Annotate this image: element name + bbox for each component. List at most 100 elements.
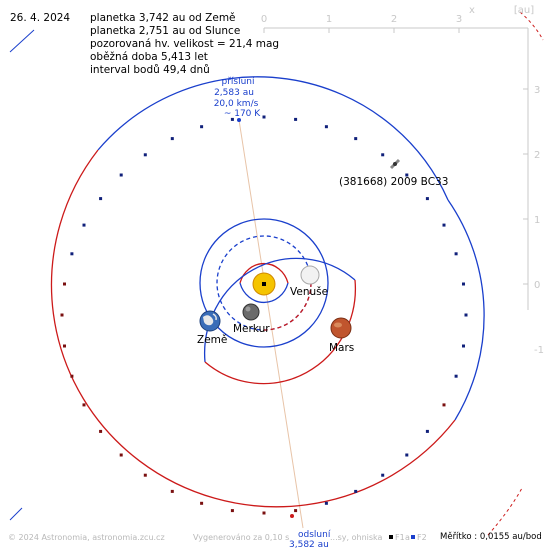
- mercury-label: Merkur: [233, 323, 270, 335]
- earth-planet[interactable]: [199, 310, 221, 332]
- legend-axes-foci: ...sy, ohniska: [330, 533, 383, 542]
- venus-label: Venuše: [290, 286, 328, 298]
- orbit-point: [170, 137, 174, 141]
- x-tick-label: 3: [456, 14, 462, 25]
- orbit-point: [119, 453, 123, 457]
- svg-text:3,582 au: 3,582 au: [289, 540, 329, 550]
- svg-text:přísluní: přísluní: [221, 77, 255, 87]
- info-line: oběžná doba 5,413 let: [90, 51, 208, 63]
- x-tick-label: 1: [326, 14, 332, 25]
- legend-f2-marker: [411, 535, 415, 539]
- mars-label: Mars: [329, 342, 354, 354]
- perihelion-marker: [237, 118, 241, 122]
- orbit-point: [464, 313, 468, 317]
- y-tick-label: 1: [534, 215, 540, 226]
- orbit-point: [354, 137, 358, 141]
- orbit-point: [60, 313, 64, 317]
- corner-orbit-fragment-bottomleft: [9, 507, 23, 521]
- info-line: planetka 3,742 au od Země: [90, 12, 236, 24]
- legend-f1-label: F1: [395, 533, 405, 542]
- orbit-point: [99, 429, 103, 433]
- scale-label: Měřítko : 0,0155 au/bod: [440, 532, 542, 542]
- orbit-point: [143, 473, 147, 477]
- mars-orbit: [203, 257, 357, 385]
- axes: 0 1 2 3 x [au] 3 2 1 0 -1: [261, 5, 544, 356]
- legend-f2-label: F2: [417, 533, 427, 542]
- orbit-point: [425, 197, 429, 201]
- orbit-point: [99, 197, 103, 201]
- y-tick-label: 2: [534, 150, 540, 161]
- sun: [252, 272, 276, 296]
- corner-orbit-fragment-bottomright: [487, 487, 523, 536]
- generation-time: Vygenerováno za 0,10 s: [193, 533, 290, 542]
- orbit-point: [262, 115, 266, 119]
- y-tick-marks: [523, 88, 528, 285]
- orbit-point: [200, 501, 204, 505]
- orbit-point: [63, 344, 66, 348]
- orbit-point-markers: [60, 115, 468, 515]
- orbit-point: [405, 173, 409, 177]
- orbit-point: [442, 223, 446, 227]
- asteroid-icon[interactable]: [389, 158, 401, 170]
- svg-text:odsluní: odsluní: [298, 530, 331, 540]
- copyright-link[interactable]: © 2024 Astronomia, astronomia.zcu.cz: [8, 533, 165, 542]
- legend-a-label: a: [405, 533, 410, 542]
- orbit-point: [230, 117, 234, 121]
- y-tick-label: 3: [534, 85, 540, 96]
- orbit-point: [70, 374, 74, 378]
- orbit-point: [381, 473, 385, 477]
- aphelion-marker: [290, 514, 294, 518]
- orbit-point: [405, 453, 409, 457]
- mars-planet[interactable]: [330, 317, 352, 339]
- perihelion-label: přísluní 2,583 au 20,0 km/s ~ 170 K: [214, 77, 262, 119]
- header-info-block: planetka 3,742 au od Země planetka 2,751…: [90, 12, 279, 77]
- orbit-point: [230, 509, 234, 513]
- orbit-point: [381, 153, 385, 157]
- x-axis-label: x: [469, 5, 475, 16]
- orbit-point: [442, 403, 446, 407]
- orbit-point: [82, 223, 86, 227]
- svg-text:20,0 km/s: 20,0 km/s: [214, 99, 259, 109]
- svg-text:2,583 au: 2,583 au: [214, 88, 254, 98]
- info-line: pozorovaná hv. velikost = 21,4 mag: [90, 38, 280, 50]
- orbit-point: [354, 489, 358, 493]
- corner-orbit-fragment-topleft: [9, 29, 35, 53]
- orbit-point: [324, 125, 328, 129]
- orbit-point: [462, 344, 465, 348]
- orbit-point: [324, 501, 328, 505]
- earth-orbit: [199, 218, 329, 348]
- orbit-point: [454, 252, 458, 256]
- orbit-point: [294, 509, 298, 513]
- orbit-point: [170, 489, 174, 493]
- earth-label: Země: [197, 334, 227, 346]
- y-tick-label: -1: [534, 345, 544, 356]
- orbit-point: [63, 282, 66, 286]
- aphelion-label: odsluní 3,582 au: [289, 530, 331, 550]
- orbit-point: [425, 429, 429, 433]
- info-line: planetka 2,751 au od Slunce: [90, 25, 241, 37]
- orbit-point: [262, 511, 266, 515]
- header-date: 26. 4. 2024: [10, 12, 71, 24]
- axis-unit-label: [au]: [514, 5, 534, 16]
- orbit-point: [462, 282, 465, 286]
- svg-text:~ 170 K: ~ 170 K: [224, 109, 261, 119]
- x-tick-label: 2: [391, 14, 397, 25]
- asteroid-orbit: [50, 76, 485, 515]
- mercury-planet[interactable]: [242, 303, 260, 321]
- legend-f1-marker: [389, 535, 393, 539]
- corner-orbit-fragment-topright: [519, 11, 544, 41]
- orbit-point: [454, 374, 458, 378]
- info-line: interval bodů 49,4 dnů: [90, 64, 210, 76]
- venus-planet[interactable]: [300, 265, 320, 285]
- orbit-point: [82, 403, 86, 407]
- orbit-point: [70, 252, 74, 256]
- orbit-point: [294, 117, 298, 121]
- y-tick-label: 0: [534, 280, 540, 291]
- asteroid-label: (381668) 2009 BC33: [339, 176, 448, 188]
- orbit-point: [143, 153, 147, 157]
- x-tick-marks: [263, 28, 460, 33]
- apsidal-line: [238, 119, 304, 529]
- x-tick-label: 0: [261, 14, 267, 25]
- orbit-point: [200, 125, 204, 129]
